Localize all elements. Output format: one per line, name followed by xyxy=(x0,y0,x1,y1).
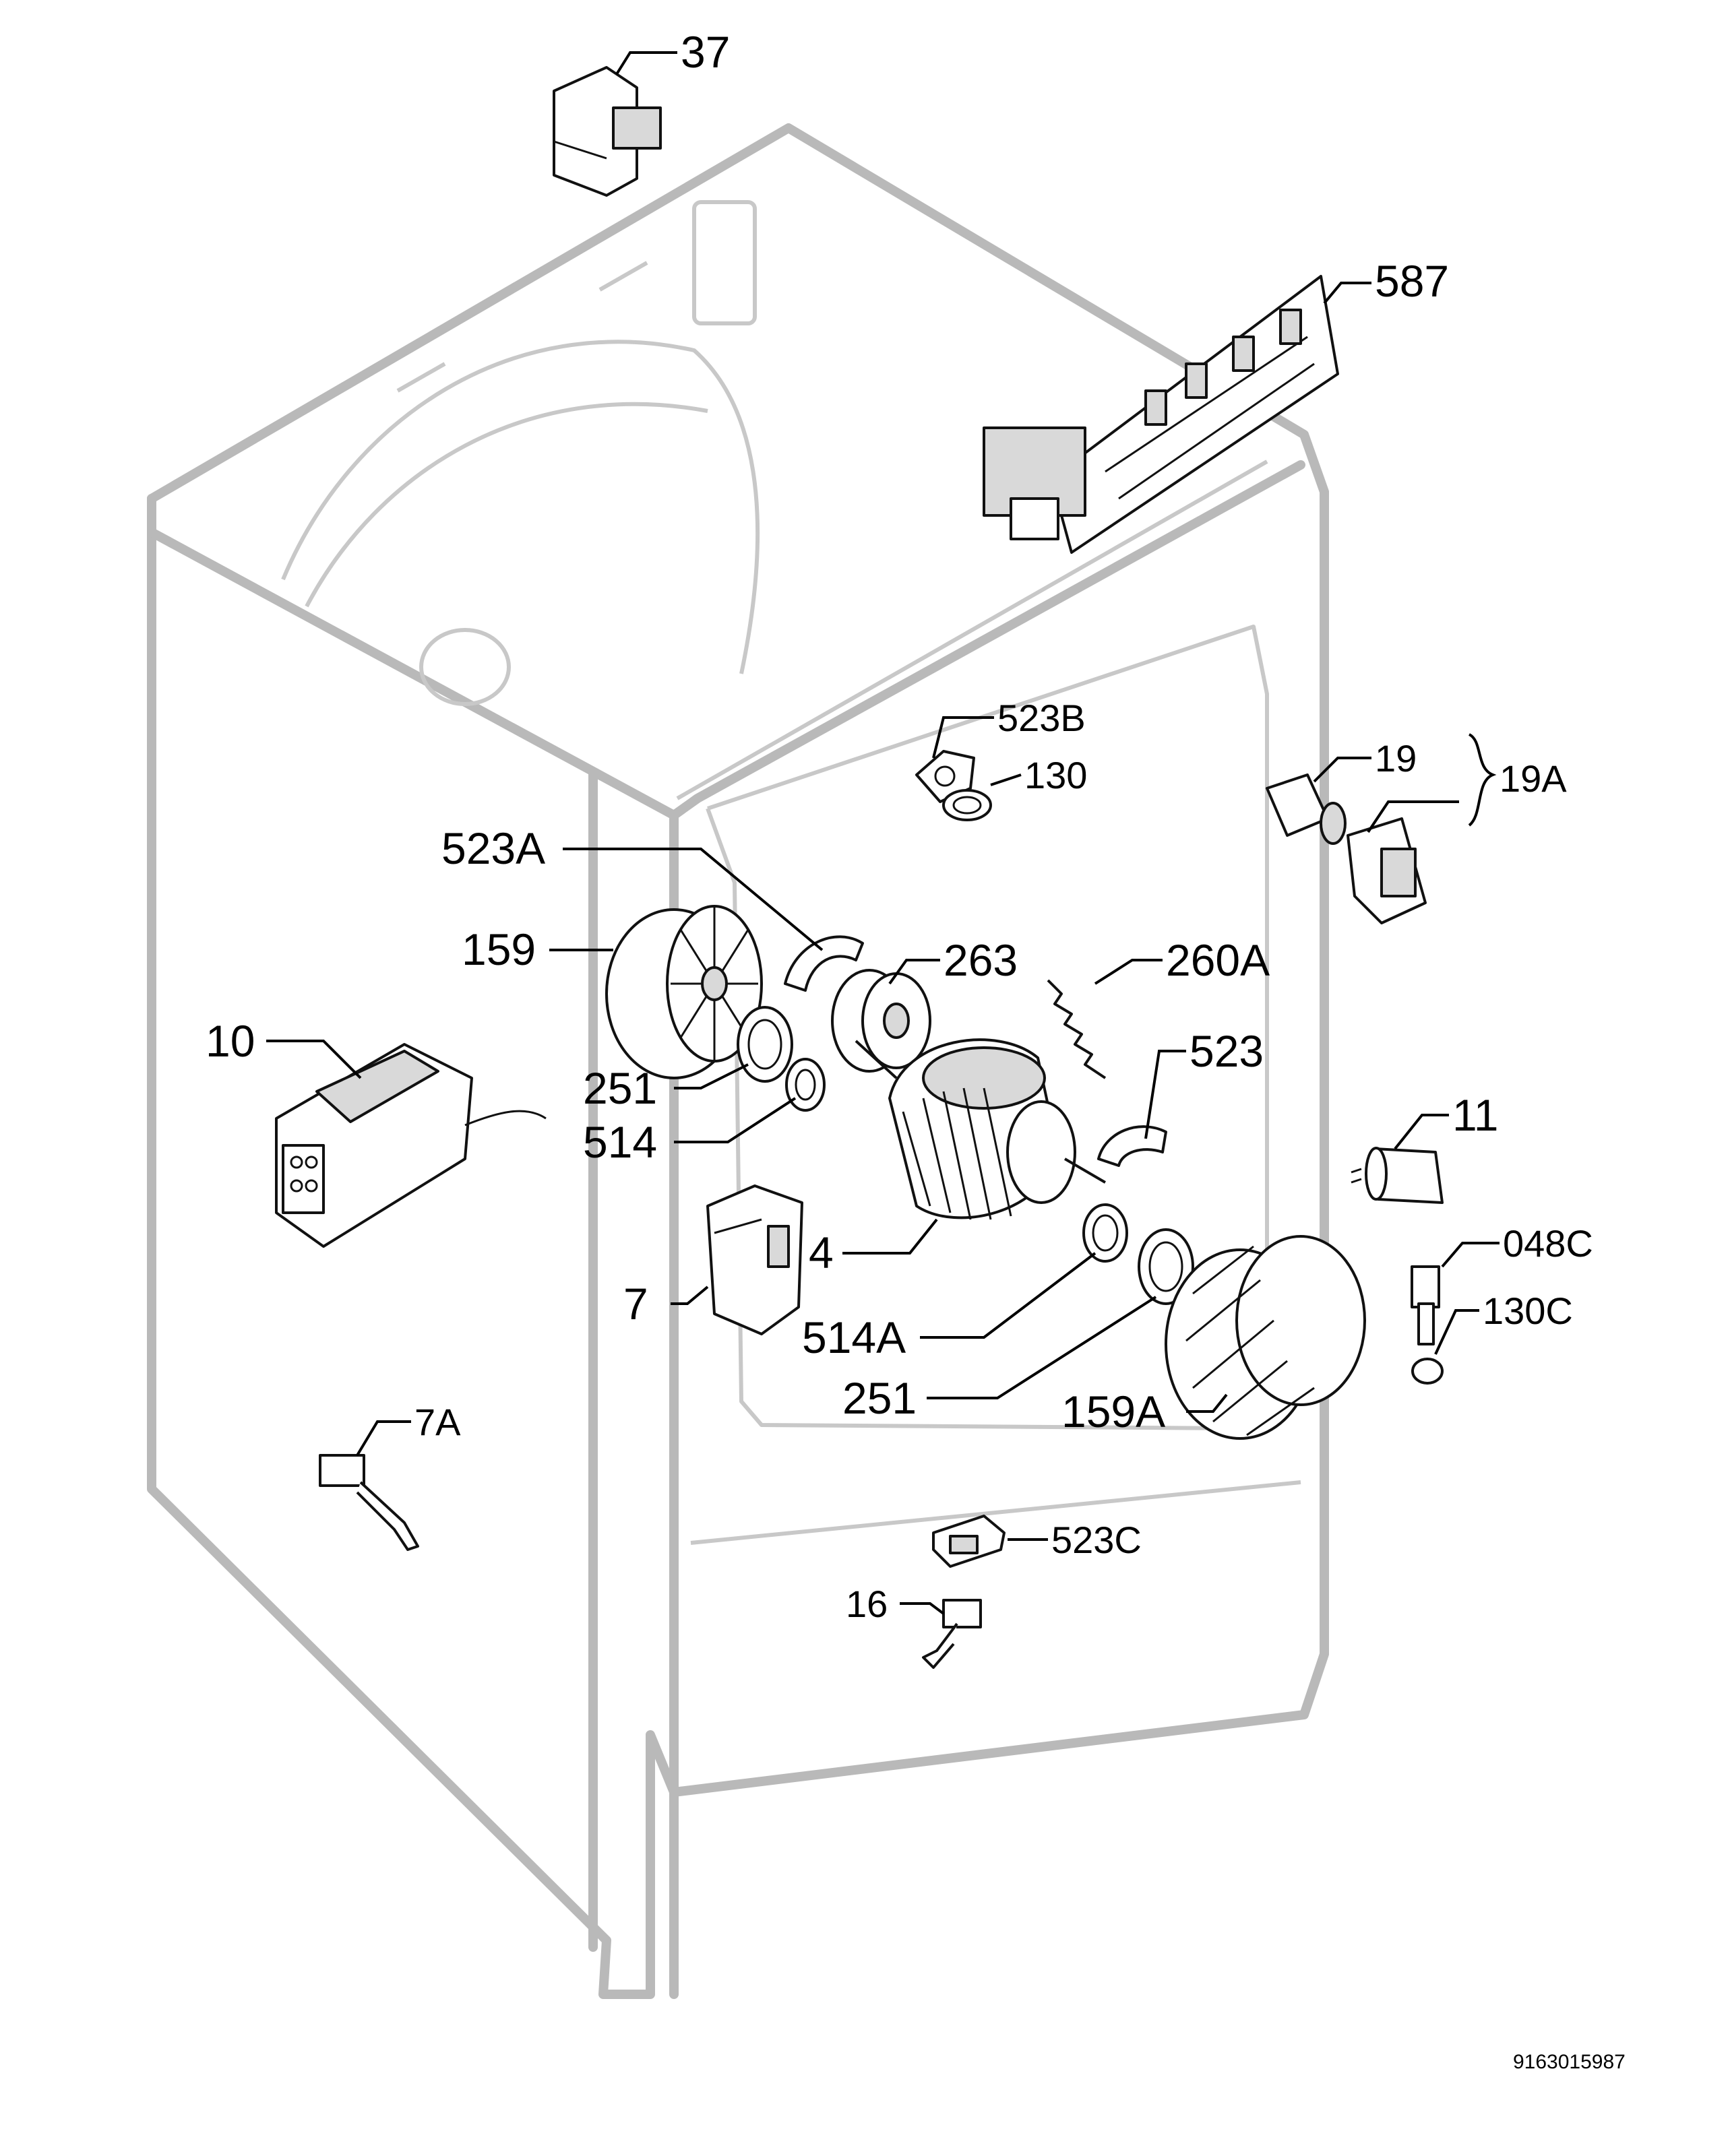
label-523B: 523B xyxy=(997,697,1086,739)
part-19-sensor xyxy=(1266,773,1347,845)
label-523C: 523C xyxy=(1051,1519,1142,1561)
part-260A-spring xyxy=(1047,979,1107,1079)
label-523A: 523A xyxy=(441,823,545,873)
label-159: 159 xyxy=(462,924,536,974)
label-523: 523 xyxy=(1190,1026,1264,1076)
leader-lines xyxy=(266,51,1500,1615)
label-251-lower: 251 xyxy=(842,1373,917,1423)
label-251-upper: 251 xyxy=(583,1063,657,1113)
label-514A: 514A xyxy=(802,1312,906,1362)
part-labels: 37 587 523B 130 19 19A 523A 159 263 260A… xyxy=(206,27,1593,1625)
part-159-wheel xyxy=(605,905,763,1079)
part-523A-bearing-bracket xyxy=(784,935,864,992)
label-4: 4 xyxy=(809,1228,834,1277)
label-11: 11 xyxy=(1452,1090,1499,1140)
part-523C-bracket xyxy=(932,1515,1006,1568)
part-251-upper-ring xyxy=(737,1006,793,1083)
part-11-capacitor xyxy=(1351,1147,1444,1204)
label-587: 587 xyxy=(1375,256,1449,306)
label-10: 10 xyxy=(206,1016,255,1066)
label-130: 130 xyxy=(1024,754,1087,796)
label-159A: 159A xyxy=(1061,1387,1165,1436)
label-19: 19 xyxy=(1375,737,1417,780)
label-37: 37 xyxy=(681,27,730,77)
label-16: 16 xyxy=(846,1583,888,1625)
part-16-switch xyxy=(922,1599,982,1669)
label-263: 263 xyxy=(944,935,1018,985)
part-514-upper-bushing xyxy=(785,1058,826,1112)
part-130-seal xyxy=(942,789,992,821)
label-7A: 7A xyxy=(414,1401,461,1443)
part-048C-sensor xyxy=(1411,1265,1440,1345)
label-048C: 048C xyxy=(1503,1222,1593,1265)
label-19A: 19A xyxy=(1500,757,1567,800)
part-263-pulley xyxy=(831,969,931,1073)
part-7A-micro-switch xyxy=(319,1454,419,1551)
part-10-heater xyxy=(275,1043,547,1248)
label-260A: 260A xyxy=(1166,935,1270,985)
part-159A-fan xyxy=(1165,1235,1366,1440)
part-523B-clip xyxy=(915,750,975,803)
part-587-control-board xyxy=(983,275,1339,554)
part-4-motor xyxy=(855,1038,1107,1220)
part-130C-seal xyxy=(1411,1358,1444,1385)
part-19A-holder xyxy=(1347,817,1427,924)
part-514A-lower-bushing xyxy=(1082,1203,1128,1263)
part-37-connector xyxy=(553,66,662,197)
label-514: 514 xyxy=(583,1117,657,1167)
document-number: 9163015987 xyxy=(1513,2051,1626,2073)
label-7: 7 xyxy=(623,1279,648,1329)
label-130C: 130C xyxy=(1483,1290,1573,1332)
part-251-lower-ring xyxy=(1138,1228,1194,1305)
part-7-door-lock xyxy=(706,1184,803,1335)
part-523-bearing-bracket xyxy=(1097,1125,1167,1167)
